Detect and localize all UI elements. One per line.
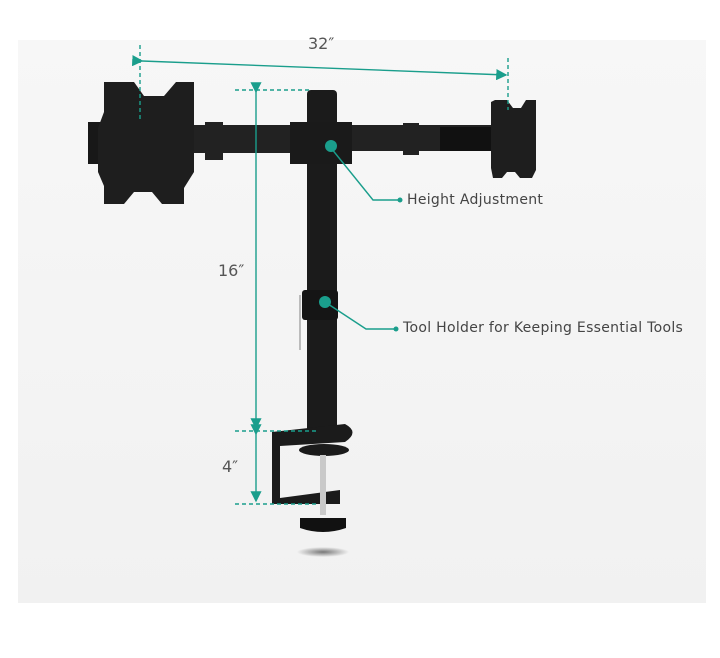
right-vesa-plate [491,100,536,178]
height-dimension-label: 16″ [218,261,245,280]
arm-hub [290,122,352,164]
pole [307,90,337,440]
right-arm [330,123,505,155]
height-adjustment-marker [325,140,337,152]
tool-holder-marker [319,296,331,308]
tool-holder-label: Tool Holder for Keeping Essential Tools [403,320,684,336]
width-dimension-line [131,55,508,81]
desk-clamp [272,424,353,557]
width-dimension-label: 32″ [308,34,335,53]
left-vesa-plate [98,82,194,204]
clamp-dimension-label: 4″ [222,457,239,476]
height-adjustment-label: Height Adjustment [407,192,544,208]
